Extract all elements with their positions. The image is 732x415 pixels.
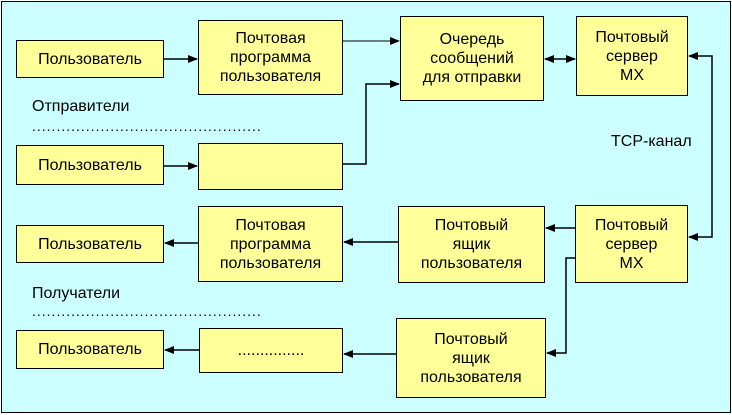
receivers-dotted-divider: ........................................… [32,303,262,319]
mailbox-2-label: Почтовый ящик пользователя [420,330,522,386]
mailbox-1-label: Почтовый ящик пользователя [420,217,523,272]
sender-user-2-label: Пользователь [38,156,142,174]
receiver-user-1-box: Пользователь [16,225,164,263]
senders-dotted-divider: ........................................… [32,118,262,134]
outgoing-queue-box: Очередь сообщений для отправки [400,16,544,101]
sender-mail-program-box: Почтовая программа пользователя [198,20,343,95]
receiver-program-2-box: ............... [199,328,343,373]
receiver-mail-program-box: Почтовая программа пользователя [198,206,343,282]
mailbox-2-box: Почтовый ящик пользователя [396,318,546,398]
sender-user-1-label: Пользователь [38,50,142,68]
receiver-program-2-placeholder: ............... [237,342,305,359]
receiver-user-1-label: Пользователь [38,235,142,253]
mx-server-bottom-box: Почтовый сервер MX [575,205,688,283]
receiver-user-2-label: Пользователь [38,341,142,358]
sender-mail-program-2-box [198,143,343,190]
receivers-section-label: Получатели [32,285,121,302]
outgoing-queue-label: Очередь сообщений для отправки [422,31,522,86]
mailbox-1-box: Почтовый ящик пользователя [398,206,545,283]
receiver-user-2-box: Пользователь [16,330,164,369]
sender-mail-program-label: Почтовая программа пользователя [219,30,322,85]
senders-section-label: Отправители [32,98,130,115]
mx-server-bottom-label: Почтовый сервер MX [594,216,669,272]
tcp-channel-label: TCP-канал [611,133,692,150]
mx-server-top-box: Почтовый сервер MX [576,16,688,96]
receiver-mail-program-label: Почтовая программа пользователя [219,216,322,272]
sender-user-2-box: Пользователь [16,145,164,185]
sender-user-1-box: Пользователь [16,40,164,78]
mx-server-top-label: Почтовый сервер MX [595,28,669,84]
